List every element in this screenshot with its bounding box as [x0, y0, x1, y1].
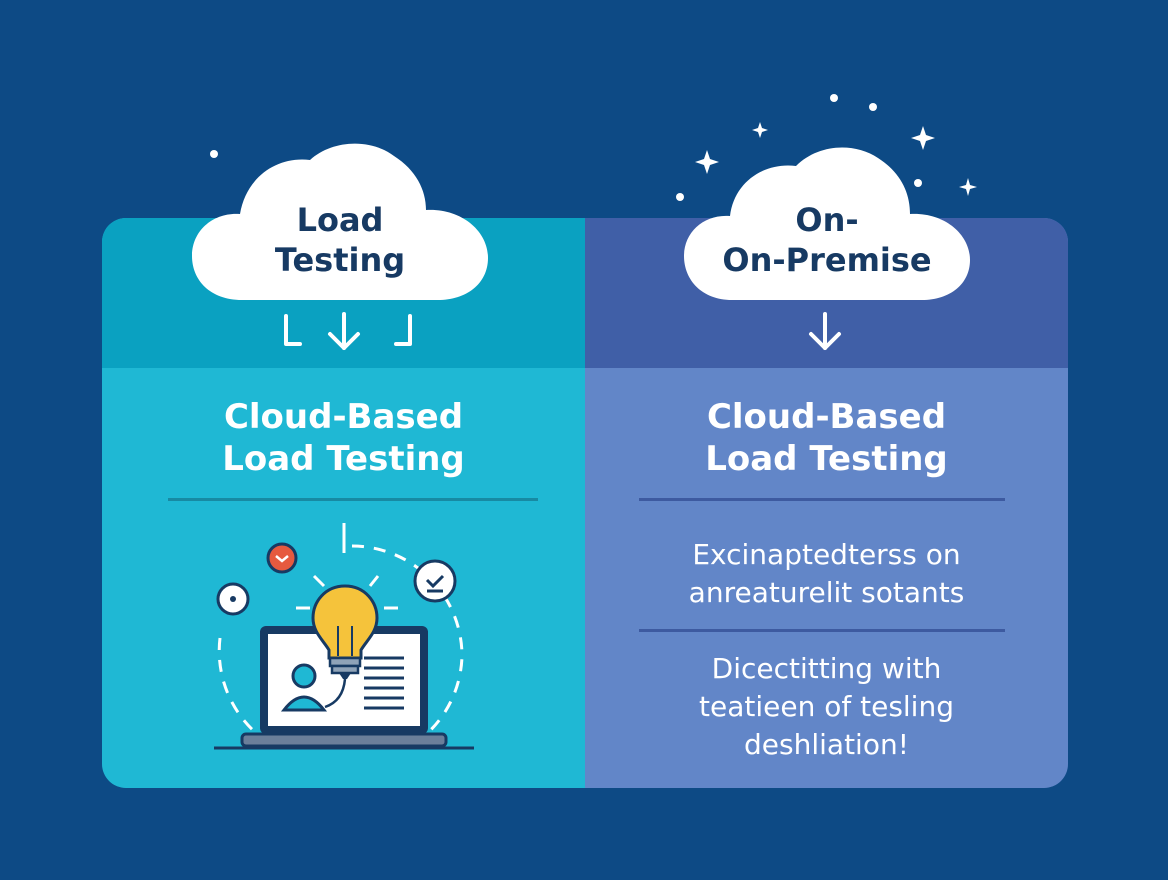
on-premise-description-2: Dicectitting with teatieen of tesling de… — [585, 650, 1068, 764]
on-premise-heading: Cloud-Based Load Testing — [585, 396, 1068, 480]
sparkle-icon — [869, 103, 877, 111]
on-premise-label-line2: On-Premise — [722, 241, 932, 279]
on-premise-heading-line1: Cloud-Based — [706, 397, 947, 437]
cloud-based-heading-line2: Load Testing — [222, 439, 465, 479]
left-divider — [168, 498, 538, 501]
load-testing-label-line1: Load — [296, 201, 384, 239]
load-testing-cloud-label: Load Testing — [190, 200, 490, 280]
sparkle-icon — [830, 94, 838, 102]
on-premise-description-1: Excinaptedterss on anreaturelit sotants — [585, 536, 1068, 612]
description-2-line1: Dicectitting with — [711, 652, 942, 685]
sparkle-icon — [959, 178, 977, 196]
description-1-line1: Excinaptedterss on — [692, 538, 961, 571]
load-testing-cloud-icon: Load Testing — [190, 138, 490, 304]
bracket-left-icon — [284, 314, 302, 346]
sparkle-icon — [911, 126, 935, 150]
on-premise-heading-line2: Load Testing — [705, 439, 948, 479]
load-testing-label-line2: Testing — [274, 241, 406, 279]
clock-badge-icon — [216, 582, 250, 616]
down-arrow-icon — [328, 312, 360, 350]
sparkle-icon — [752, 122, 768, 138]
lightbulb-icon — [311, 584, 379, 709]
down-arrow-icon — [809, 312, 841, 350]
user-icon — [280, 663, 328, 712]
on-premise-label-line1: On- — [795, 201, 859, 239]
description-2-line2: teatieen of tesling — [699, 690, 954, 723]
on-premise-cloud-label: On- On-Premise — [682, 200, 972, 280]
right-divider-1 — [639, 498, 1005, 501]
cloud-testing-illustration — [214, 523, 474, 750]
on-premise-cloud-icon: On- On-Premise — [682, 140, 972, 304]
description-2-line3: deshliation! — [744, 728, 909, 761]
alert-badge-icon — [266, 542, 298, 574]
sparkle-icon — [695, 150, 719, 174]
bracket-right-icon — [394, 314, 412, 346]
cloud-based-heading: Cloud-Based Load Testing — [102, 396, 585, 480]
description-1-line2: anreaturelit sotants — [688, 576, 965, 609]
sparkle-icon — [210, 150, 218, 158]
sparkle-icon — [914, 179, 922, 187]
sparkle-icon — [676, 193, 684, 201]
right-divider-2 — [639, 629, 1005, 632]
cloud-based-heading-line1: Cloud-Based — [223, 397, 464, 437]
check-badge-icon — [413, 559, 457, 603]
